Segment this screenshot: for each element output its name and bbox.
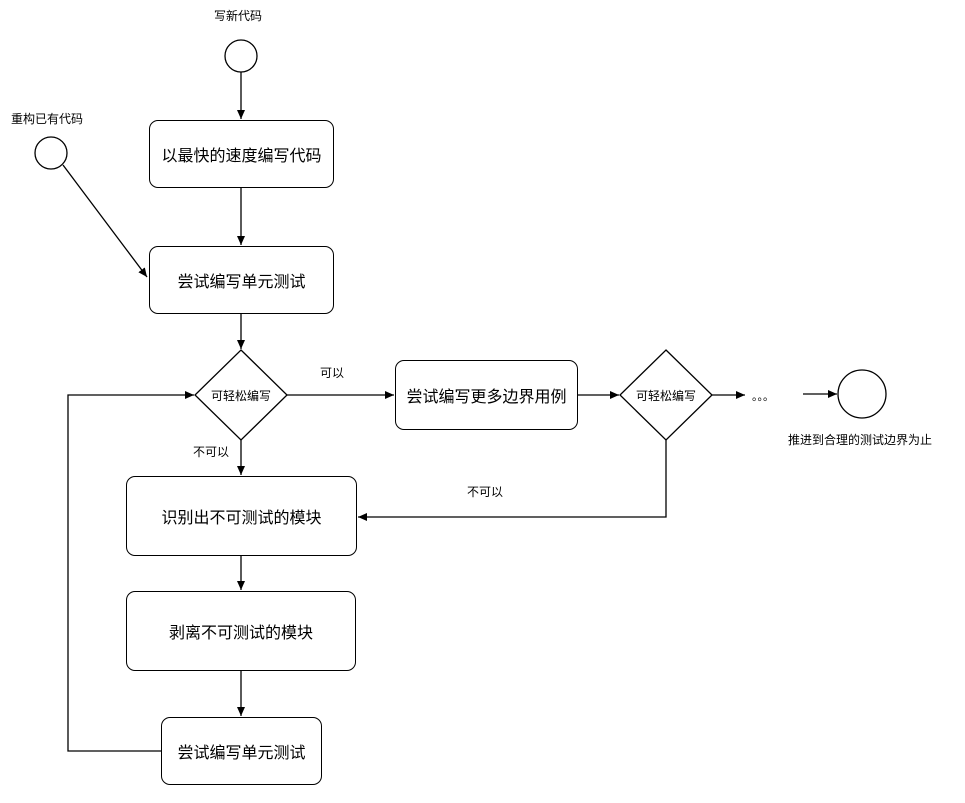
end-label: 推进到合理的测试边界为止: [788, 433, 933, 447]
process-try-unit-test-1: 尝试编写单元测试: [149, 246, 334, 314]
start-label-refactor: 重构已有代码: [11, 112, 84, 126]
process-identify-untestable: 识别出不可测试的模块: [126, 476, 357, 556]
process-more-boundary-cases: 尝试编写更多边界用例: [395, 360, 578, 430]
process-try-unit-test-2: 尝试编写单元测试: [161, 717, 322, 785]
edge-label-yes: 可以: [320, 366, 345, 380]
start-node-new-code: [224, 39, 258, 73]
edge-refactor-to-unit-test: [62, 164, 148, 278]
end-node: [837, 369, 887, 419]
process-write-fast: 以最快的速度编写代码: [149, 120, 334, 188]
decision-label-1: 可轻松编写: [210, 388, 271, 403]
decision-label-2: 可轻松编写: [635, 388, 696, 403]
start-node-refactor: [34, 136, 68, 170]
start-label-new-code: 写新代码: [214, 9, 263, 23]
edge-decision-2-no: [358, 440, 667, 521]
ellipsis-label: 。。。: [752, 390, 774, 403]
process-separate-untestable: 剥离不可测试的模块: [126, 591, 356, 671]
edge-label-no-2: 不可以: [467, 485, 504, 499]
edge-label-no-1: 不可以: [193, 445, 230, 459]
edge-loop-back-to-decision-1: [67, 391, 194, 752]
